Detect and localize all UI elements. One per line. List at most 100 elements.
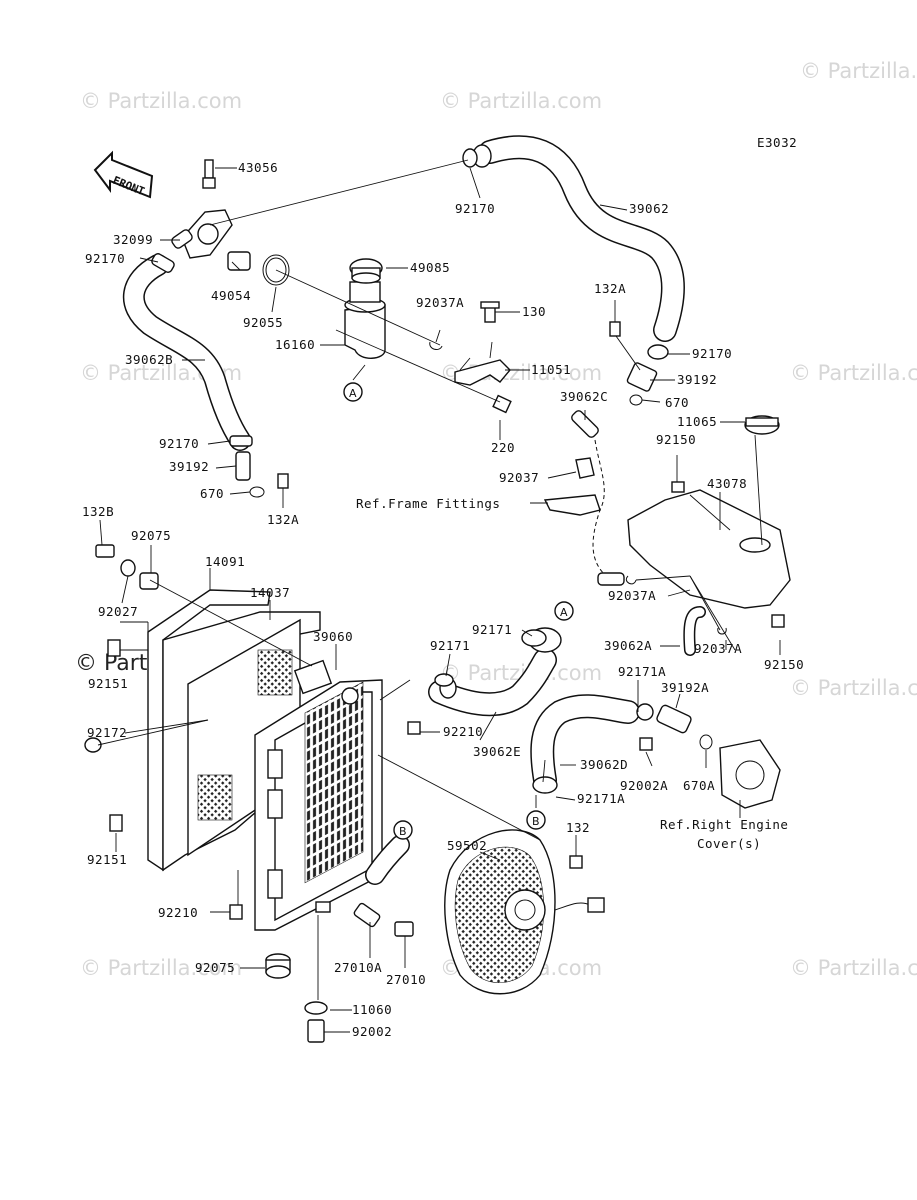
label-92210-upper: 92210 [443, 724, 483, 739]
svg-text:A: A [560, 606, 568, 619]
clip-92037 [543, 457, 601, 516]
radiator-core-39060 [254, 659, 383, 931]
clamp-92170 [462, 148, 478, 168]
part-labels: 43056 32099 92170 92170 39062 49054 9205… [82, 160, 804, 1039]
label-132A-left: 132A [267, 512, 299, 527]
label-27010: 27010 [386, 972, 426, 987]
label-92037: 92037 [499, 470, 539, 485]
callout-b-radiator: B [393, 820, 413, 840]
label-92027: 92027 [98, 604, 138, 619]
label-39062E: 39062E [473, 744, 521, 759]
callout-b-right: B [526, 810, 546, 830]
fitting-group-left [229, 435, 289, 498]
watermark-text: © Partzilla.com [80, 956, 242, 980]
label-92151-lower: 92151 [87, 852, 127, 867]
reservoir-tank-43078 [627, 415, 791, 628]
watermark-text: © Partzilla.com [440, 89, 602, 113]
label-670A: 670A [683, 778, 715, 793]
label-43078: 43078 [707, 476, 747, 491]
label-49085: 49085 [410, 260, 450, 275]
label-16160: 16160 [275, 337, 315, 352]
hose-39062D [530, 694, 654, 794]
sensor-and-drain-group [265, 901, 414, 1043]
label-92055: 92055 [243, 315, 283, 330]
thermostat-housing-group [171, 159, 290, 286]
label-39192A: 39192A [661, 680, 709, 695]
label-92171A-upper: 92171A [618, 664, 666, 679]
ref-frame-fittings: Ref.Frame Fittings [356, 496, 500, 511]
label-39062: 39062 [629, 201, 669, 216]
label-32099: 32099 [113, 232, 153, 247]
label-92037A-lower: 92037A [694, 641, 742, 656]
watermark-text: © Partzilla.com [800, 59, 917, 83]
label-132B: 132B [82, 504, 114, 519]
label-670-right: 670 [665, 395, 689, 410]
label-92075-lower: 92075 [195, 960, 235, 975]
label-39192-left: 39192 [169, 459, 209, 474]
label-39062A: 39062A [604, 638, 652, 653]
label-39062C: 39062C [560, 389, 608, 404]
label-92002A: 92002A [620, 778, 668, 793]
label-92170-right: 92170 [692, 346, 732, 361]
ref-right-engine-line2: Cover(s) [697, 836, 761, 851]
label-14037: 14037 [250, 585, 290, 600]
watermark-text: © Partzilla.com [790, 361, 917, 385]
label-220: 220 [491, 440, 515, 455]
label-92172: 92172 [87, 725, 127, 740]
label-11051: 11051 [531, 362, 571, 377]
label-92150-right: 92150 [764, 657, 804, 672]
label-39192-right: 39192 [677, 372, 717, 387]
hose-39062B [122, 253, 251, 451]
label-92170-left-top: 92170 [85, 251, 125, 266]
svg-text:B: B [532, 815, 540, 828]
callout-a-lower: A [554, 601, 574, 621]
label-92171-lower: 92171 [430, 638, 470, 653]
hose-39062 [472, 135, 685, 342]
grommets-and-bolts-left [84, 544, 159, 832]
label-49054: 49054 [211, 288, 251, 303]
clip-92037A [429, 341, 443, 350]
label-39060: 39060 [313, 629, 353, 644]
watermark-text: © Partzilla.com [790, 676, 917, 700]
label-59502: 59502 [447, 838, 487, 853]
label-11060: 11060 [352, 1002, 392, 1017]
svg-text:A: A [349, 387, 357, 400]
diagram-code: E3032 [757, 135, 797, 150]
label-92037A-mid: 92037A [608, 588, 656, 603]
label-92037A-upper: 92037A [416, 295, 464, 310]
fitting-39192A [639, 704, 713, 751]
front-arrow-icon: FRONT [93, 150, 154, 199]
leader-lines [97, 159, 781, 1033]
label-670-left: 670 [200, 486, 224, 501]
label-14091: 14091 [205, 554, 245, 569]
label-27010A: 27010A [334, 960, 382, 975]
label-39062D: 39062D [580, 757, 628, 772]
label-92170-left: 92170 [159, 436, 199, 451]
cooling-fan-59502 [444, 829, 605, 995]
label-43056: 43056 [238, 160, 278, 175]
callout-a-upper: A [343, 382, 363, 402]
label-92171-upper: 92171 [472, 622, 512, 637]
label-92210-lower: 92210 [158, 905, 198, 920]
label-92075-top: 92075 [131, 528, 171, 543]
label-132A-upper: 132A [594, 281, 626, 296]
label-132: 132 [566, 820, 590, 835]
hose-lower-radiator [365, 835, 410, 885]
label-92002: 92002 [352, 1024, 392, 1039]
label-130: 130 [522, 304, 546, 319]
watermark-text: © Partzilla.com [80, 89, 242, 113]
hose-39062A [625, 575, 727, 656]
label-92151-upper: 92151 [88, 676, 128, 691]
ref-right-engine-line1: Ref.Right Engine [660, 817, 788, 832]
bracket-11051 [454, 301, 512, 414]
label-11065: 11065 [677, 414, 717, 429]
filler-neck-16160 [344, 258, 386, 359]
svg-text:B: B [399, 825, 407, 838]
label-92150-top: 92150 [656, 432, 696, 447]
label-39062B: 39062B [125, 352, 173, 367]
right-engine-cover [719, 739, 781, 809]
label-92170-top: 92170 [455, 201, 495, 216]
label-92171A-lower: 92171A [577, 791, 625, 806]
watermark-text: © Partzilla.com [790, 956, 917, 980]
